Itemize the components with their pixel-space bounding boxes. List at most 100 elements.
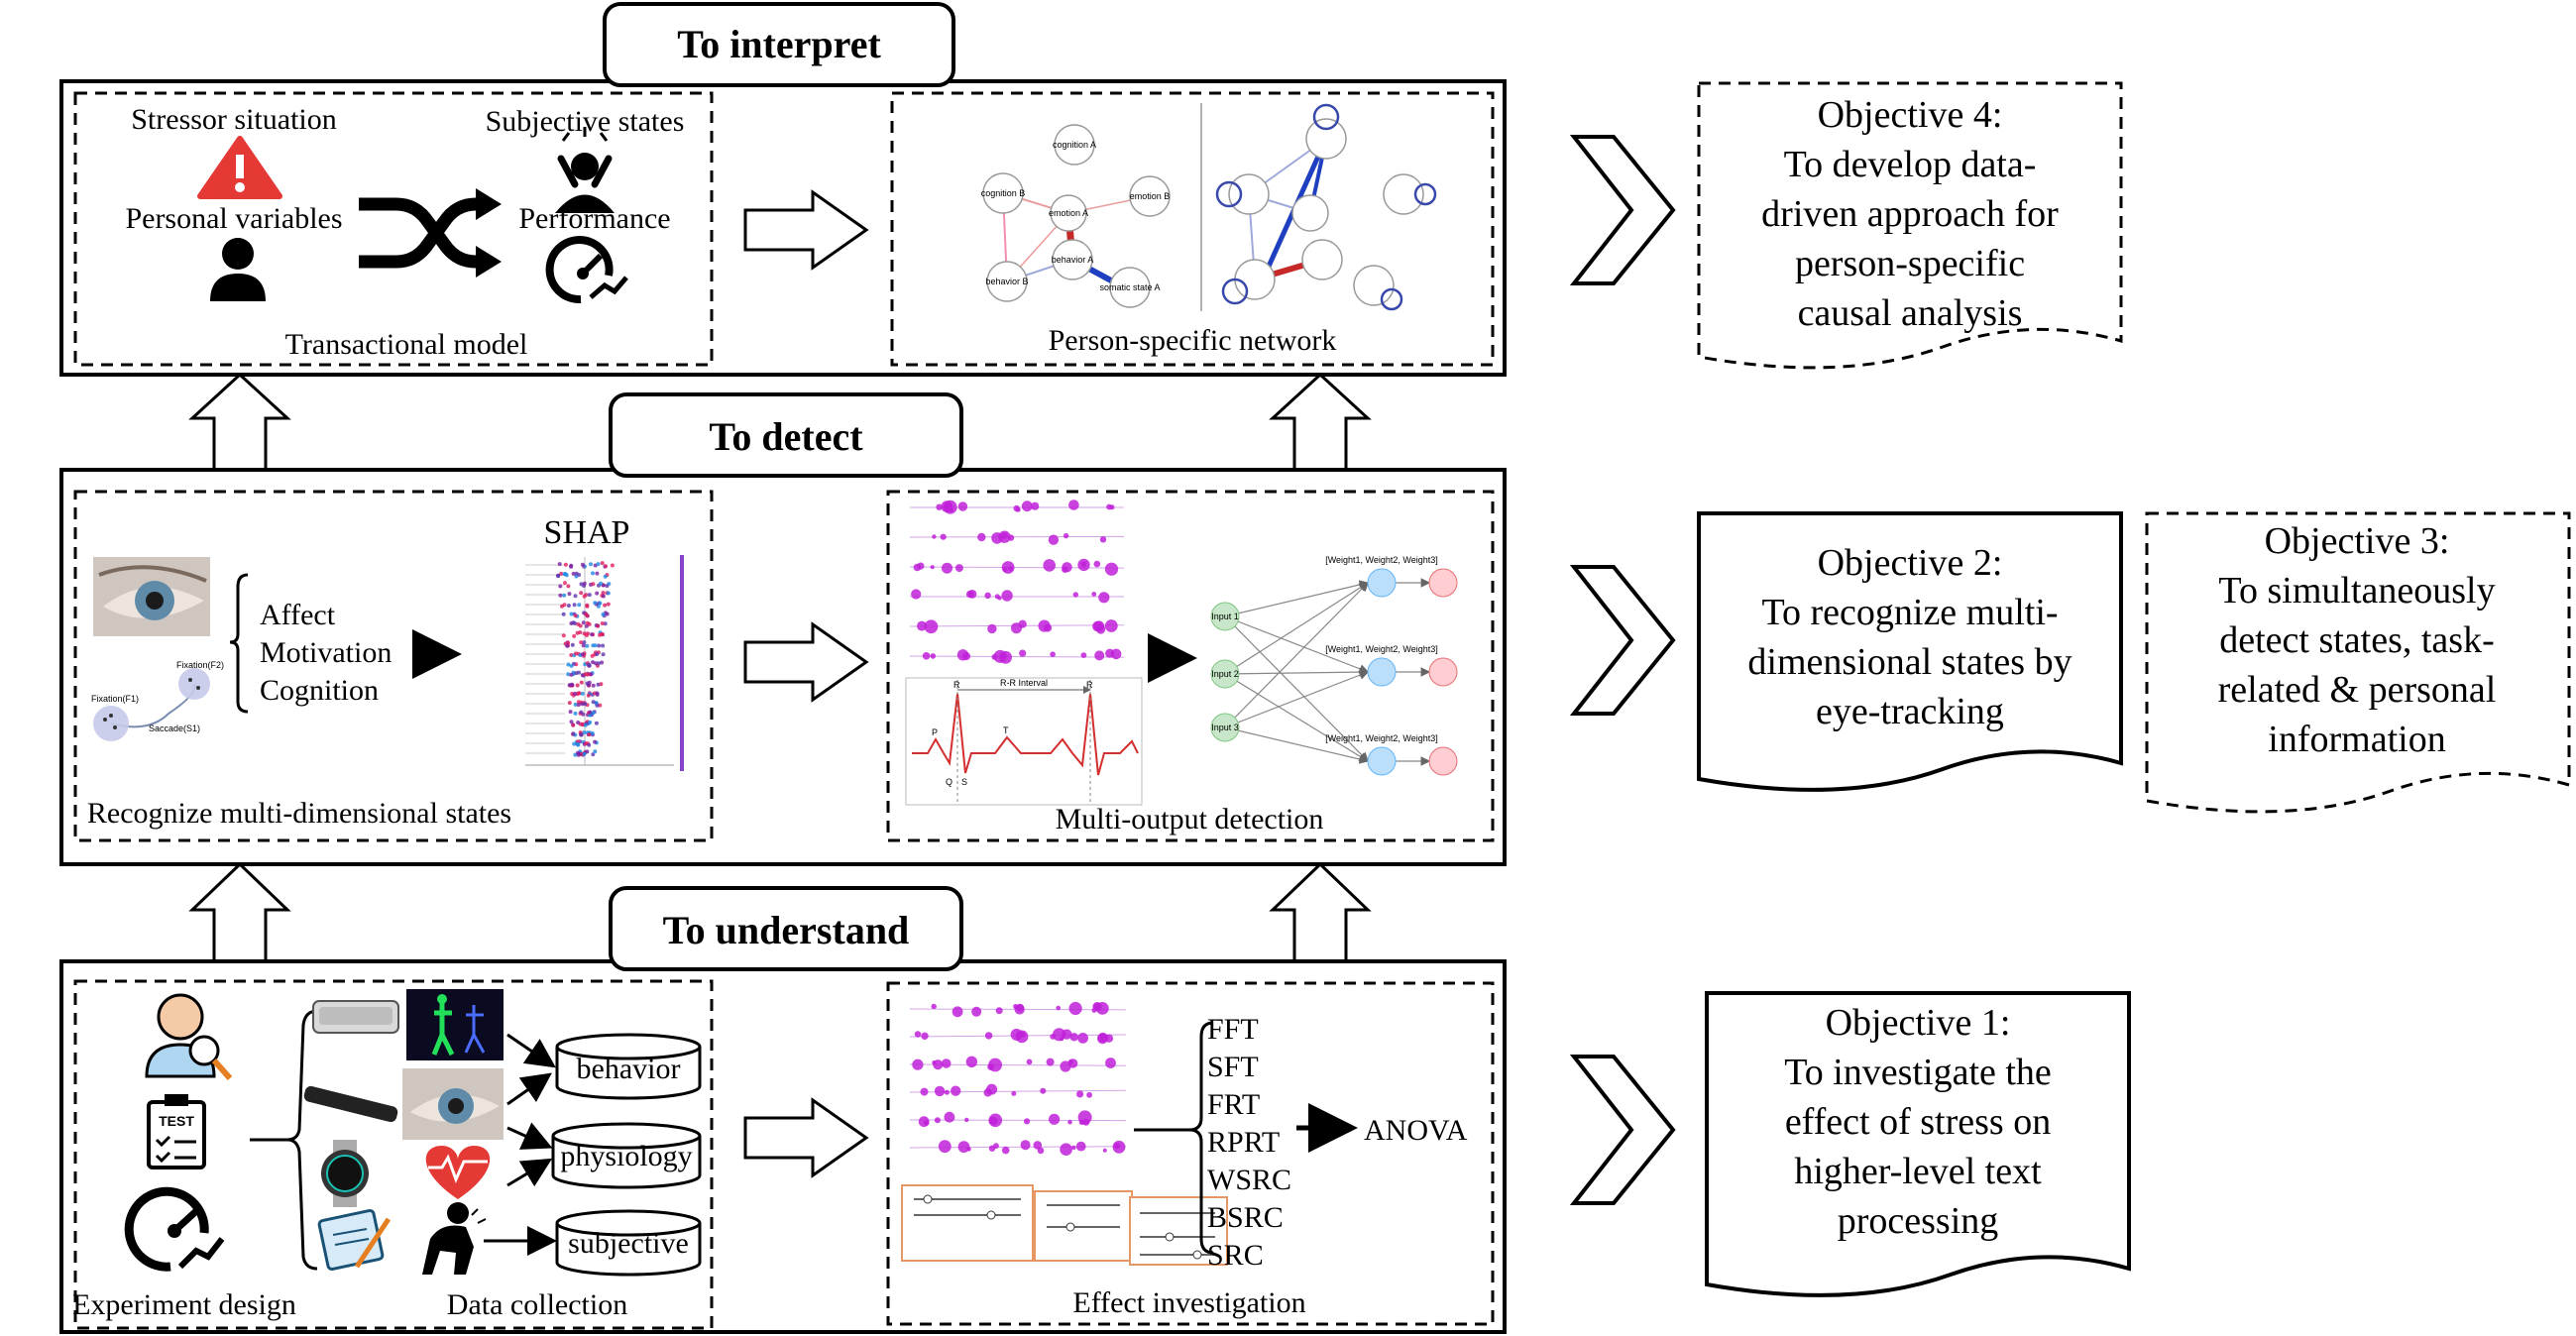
objective-line: related & personal [2218,669,2497,711]
nn-node-label: Input 2 [1211,669,1239,679]
shap-point [571,723,576,727]
motion-capture-image [406,989,504,1060]
fixation-dot [986,1083,998,1095]
shap-point [571,620,576,625]
fixation-dot [922,652,931,660]
fixation-dot [1094,650,1105,661]
fixation-dot [1104,619,1118,632]
person-specific-network: cognition A cognition B emotion A emotio… [981,103,1437,311]
shap-point [563,581,567,586]
metric-label: BSRC [1207,1201,1284,1234]
shap-point [576,621,581,626]
shap-point [598,601,603,606]
shap-point [579,591,584,596]
flow-arrow-right [743,621,869,703]
fixation-dot [1077,1033,1088,1044]
shap-point [580,702,585,707]
shap-point [600,561,605,566]
fixation-dot [1049,1113,1061,1125]
objective-line: processing [1838,1200,1999,1242]
fixation-dot [1033,1141,1043,1150]
detect-title-box [609,392,963,478]
fixation-dot [944,1111,955,1123]
fixation-dot [941,1058,952,1068]
shap-point [603,603,608,608]
effect-box [886,981,1495,1326]
objective-line: To develop data- [1784,144,2037,185]
shap-point [573,702,578,707]
fixation-dot [1105,1058,1116,1068]
fixation-dot [966,1147,971,1152]
shap-point [583,702,588,707]
fixation-dot [1068,1001,1082,1016]
arrow-to-physiology [506,1122,553,1150]
eye-image [93,557,210,636]
fixation-dot [1046,1058,1055,1066]
fixation-dot [1019,649,1027,657]
network-node [1234,259,1276,300]
objective-line: detect states, task- [2219,619,2495,661]
nn-sum-node [1367,568,1397,598]
fixation-dot [1001,532,1008,539]
fixation-dot [1068,500,1079,510]
shap-point [601,594,606,599]
test-icon-text: TEST [159,1113,194,1129]
shap-point [556,574,561,579]
shap-point [591,660,595,665]
chevron-arrow [1569,565,1676,716]
anova-label: ANOVA [1364,1114,1468,1147]
fixation-dot [951,1085,961,1096]
fixation-dot [1104,1034,1114,1043]
ecg-label: R-R Interval [1000,678,1048,688]
shap-point [563,562,568,567]
shap-point [581,643,586,648]
ecg-label: P [932,727,938,737]
network-caption: Person-specific network [1049,324,1337,357]
questionnaire-icon [317,1208,392,1272]
understand-title-box [609,886,963,971]
shap-point [569,564,574,569]
objective-3-box [2145,511,2571,814]
test-clipboard-icon: TEST [147,1094,206,1169]
fixation-dot [931,1003,937,1010]
fixation-dot [1008,566,1014,572]
network-node [1383,173,1424,215]
fixation-dot [1053,1028,1066,1042]
fixation-dot [913,563,922,572]
fixation-dot [1067,1119,1072,1125]
shap-point [585,681,590,686]
shap-point [561,633,566,638]
flow-arrow-right [743,189,869,271]
shap-point [575,741,580,746]
fixation-dot [965,590,974,599]
fixation-dot [938,1140,952,1154]
shap-point [595,652,600,656]
fixation-dot [1069,1033,1078,1042]
arrow-to-behavior [506,1033,556,1068]
shap-point [561,612,566,616]
fixation-dot [1091,1007,1097,1013]
fixation-dot [1040,1087,1047,1094]
ecg-plot: R-R Interval R R P T Q S [905,677,1143,806]
shap-point [601,643,606,648]
shap-point [574,651,579,656]
shap-point [557,562,562,567]
shap-title: SHAP [544,514,630,551]
fixation-dot [933,1059,944,1070]
shap-point [580,691,585,696]
shap-point [610,563,615,568]
multi-output-caption: Multi-output detection [1056,803,1324,835]
objective-line: eye-tracking [1816,691,2004,732]
node-label: behavior A [1052,255,1094,265]
shap-point [582,640,587,645]
ecg-label: R [1086,680,1093,690]
objective-line: Objective 3: [2265,520,2450,562]
gaze-label: Fixation(F2) [176,660,224,670]
fixation-dot [934,1117,941,1124]
fixation-dot [1020,1140,1031,1151]
fixation-dot [1106,503,1112,510]
fixation-dot [920,1087,929,1096]
fixation-dot [1043,559,1056,572]
shap-point [569,653,574,657]
objective-line: Objective 4: [1818,94,2003,136]
